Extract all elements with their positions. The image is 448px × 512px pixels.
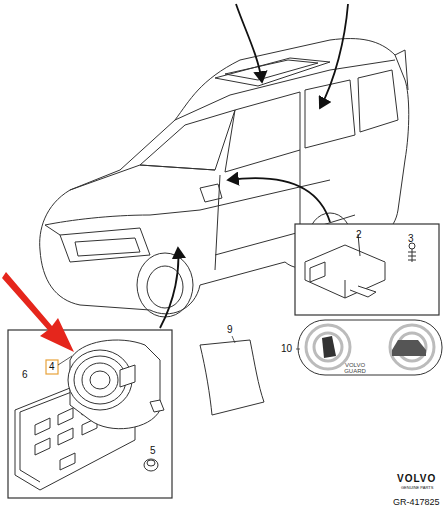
callout-number: 5 (150, 446, 156, 456)
callout-number: 2 (356, 230, 362, 240)
callout-number: 10 (281, 344, 292, 354)
sticker-text: VOLVO GUARD (340, 362, 370, 374)
callout-number: 3 (408, 234, 414, 244)
brand-logo: VOLVO (397, 474, 436, 484)
callout-number: 4 (49, 362, 55, 372)
callout-number: 6 (22, 370, 28, 380)
callout-number: 9 (227, 325, 233, 335)
brand-subtitle: GENUINE PARTS (401, 486, 433, 490)
drawing-number: GR-417825 (393, 498, 440, 507)
